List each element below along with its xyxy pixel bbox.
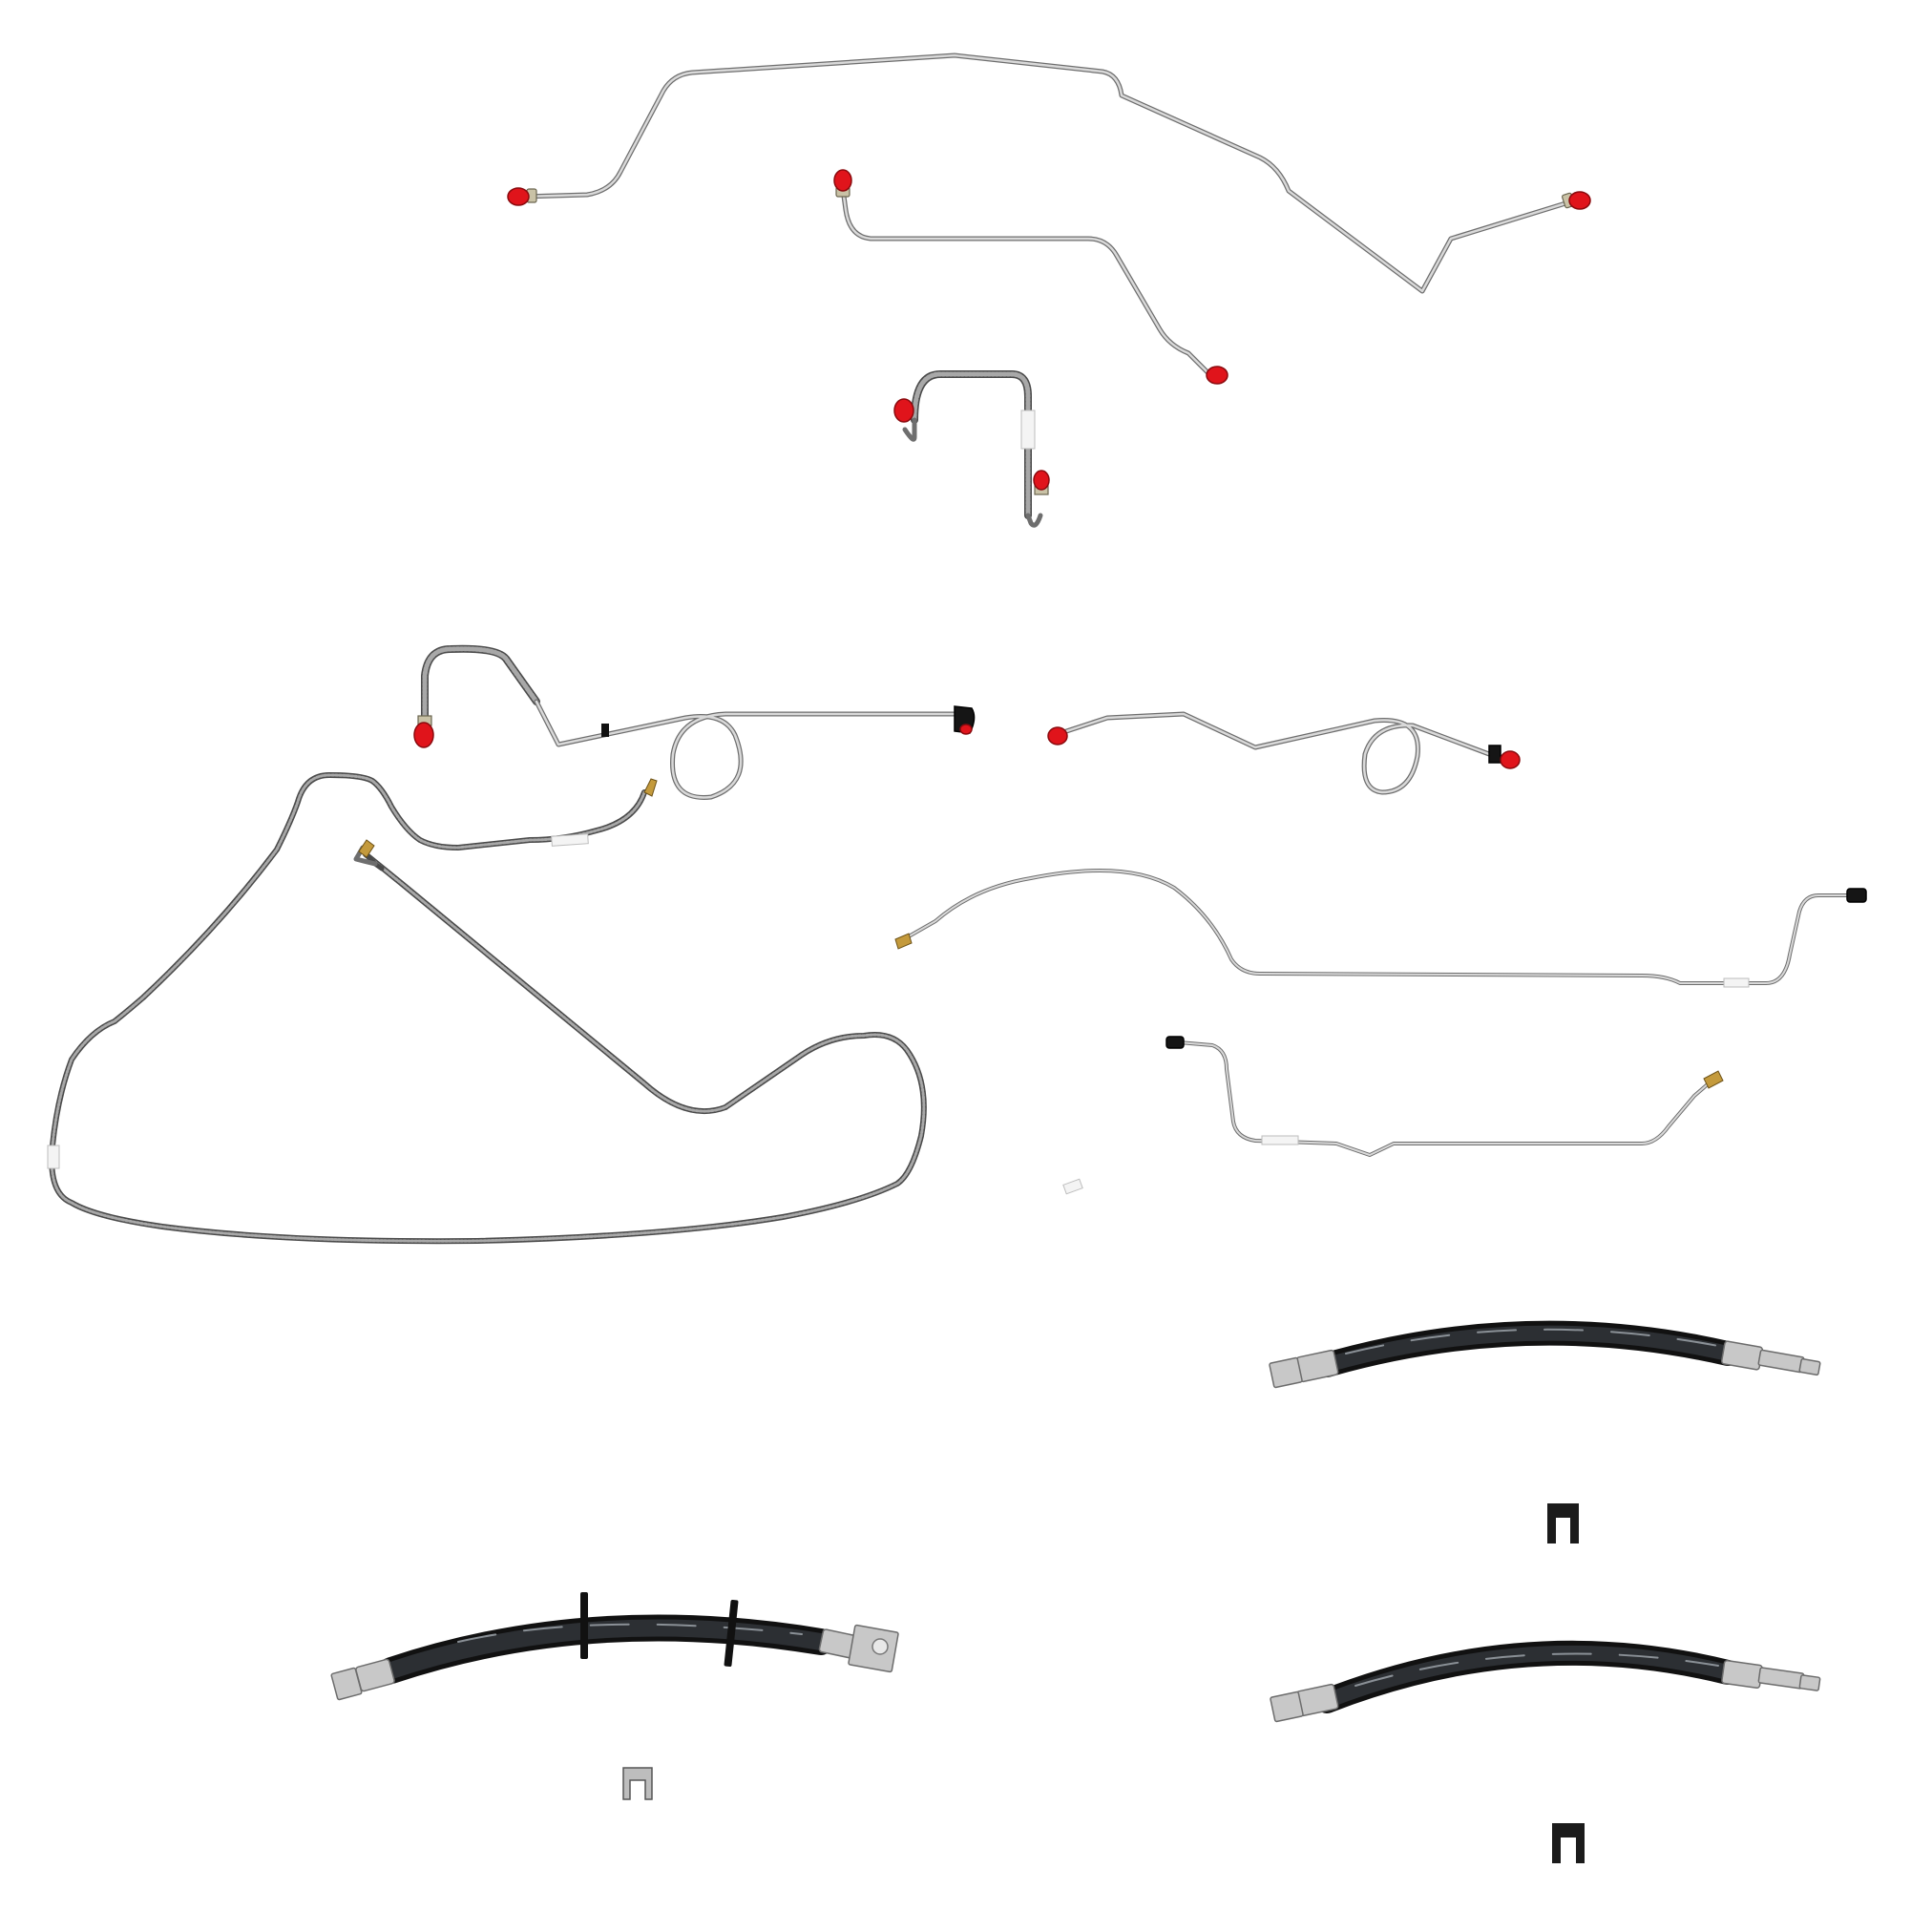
brake-hose-with-bracket (330, 1592, 899, 1701)
steel-line-top-long (507, 52, 1591, 294)
retaining-clip-black-upper (1547, 1503, 1579, 1544)
brass-fitting-icon (643, 778, 658, 797)
steel-line-top-short (833, 169, 1228, 385)
red-cap-icon (1568, 191, 1591, 210)
armored-coil-line (413, 644, 976, 800)
red-cap-icon (1047, 726, 1068, 746)
red-cap-icon (1033, 470, 1050, 491)
retaining-clip-zinc (622, 1767, 653, 1800)
long-armored-line-left (47, 772, 1083, 1245)
red-cap-icon (413, 722, 434, 748)
brake-hose-upper-right (1269, 1320, 1821, 1389)
red-cap-icon (507, 187, 530, 206)
brass-fitting-icon (1703, 1070, 1724, 1089)
coil-line-right (1047, 711, 1521, 795)
red-cap-icon (1206, 366, 1228, 385)
retaining-clip-black-lower (1552, 1823, 1585, 1863)
red-cap-icon (893, 398, 914, 423)
steel-line-mid-right (1166, 1036, 1724, 1157)
red-cap-icon (833, 169, 852, 192)
brake-hose-lower-right (1270, 1640, 1821, 1723)
brass-fitting-icon (358, 839, 375, 858)
armored-line-short (893, 370, 1050, 528)
red-cap-icon (1500, 750, 1521, 769)
steel-line-long-right (894, 869, 1867, 988)
brass-fitting-icon (894, 933, 913, 950)
